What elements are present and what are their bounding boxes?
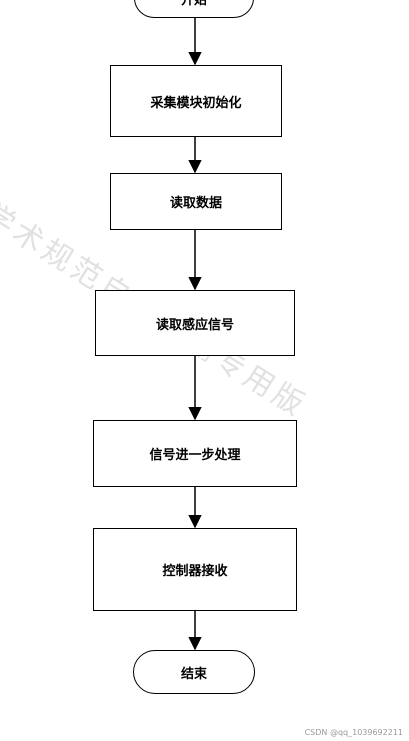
step-read-sensor-signal: 读取感应信号 [95, 290, 295, 356]
start-terminal: 开始 [134, 0, 254, 18]
step-further-signal-processing: 信号进一步处理 [93, 420, 297, 487]
source-credit: CSDN @qq_1039692211 [304, 728, 403, 737]
end-terminal: 结束 [133, 650, 255, 694]
step-read-data: 读取数据 [110, 173, 282, 230]
step-init-collection-module: 采集模块初始化 [110, 65, 282, 137]
step-controller-receive: 控制器接收 [93, 528, 297, 611]
